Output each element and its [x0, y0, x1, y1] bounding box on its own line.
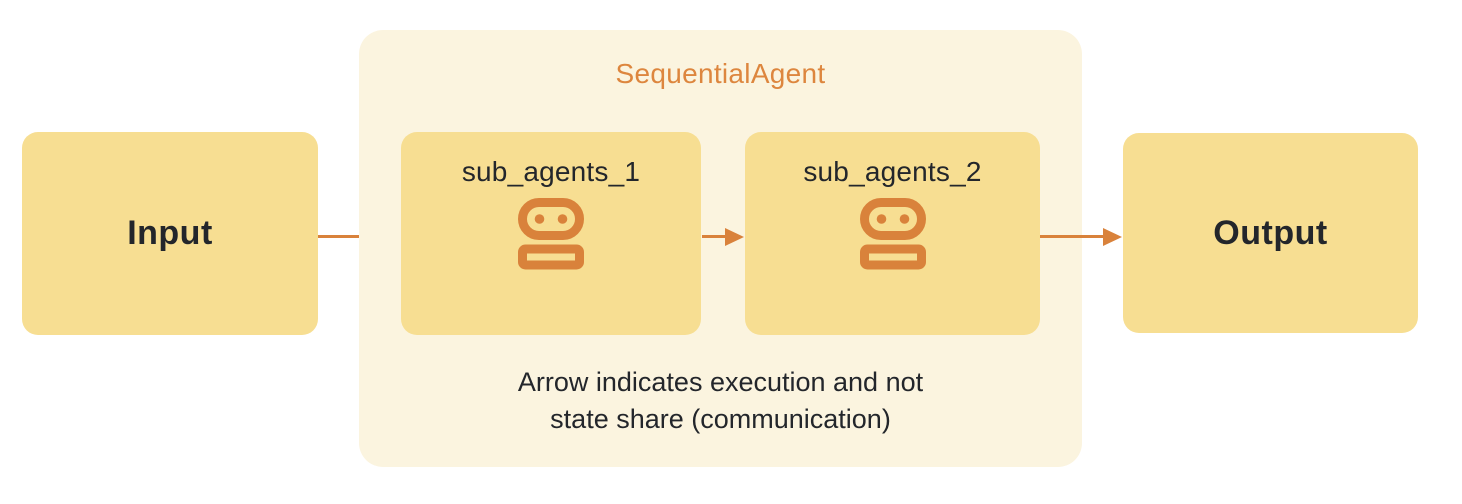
- sequential-agent-title: SequentialAgent: [615, 58, 826, 89]
- sequential-agent-container: SequentialAgent sub_agents_1 sub_agents_…: [359, 30, 1082, 467]
- arrow-sub-agent-2-to-output: [1040, 235, 1104, 238]
- robot-icon: [859, 198, 926, 270]
- robot-icon: [518, 198, 584, 270]
- sub-agent-2-label: sub_agents_2: [803, 156, 982, 187]
- arrow-input-to-sub-agent-1: [318, 235, 382, 238]
- sub-agent-node-1: sub_agents_1: [401, 132, 701, 335]
- sub-agent-1-label: sub_agents_1: [461, 156, 641, 187]
- input-node-label: Input: [127, 214, 213, 252]
- arrow-sub-agent-1-to-sub-agent-2: [702, 235, 726, 238]
- execution-note-line-2: state share (communication): [550, 404, 891, 434]
- output-node: Output: [1123, 133, 1418, 333]
- execution-note-line-1: Arrow indicates execution and not: [517, 367, 924, 397]
- input-node: Input: [22, 132, 318, 335]
- output-node-label: Output: [1213, 213, 1328, 252]
- execution-note: Arrow indicates execution and not state …: [359, 364, 1082, 438]
- sub-agent-node-2: sub_agents_2: [745, 132, 1040, 335]
